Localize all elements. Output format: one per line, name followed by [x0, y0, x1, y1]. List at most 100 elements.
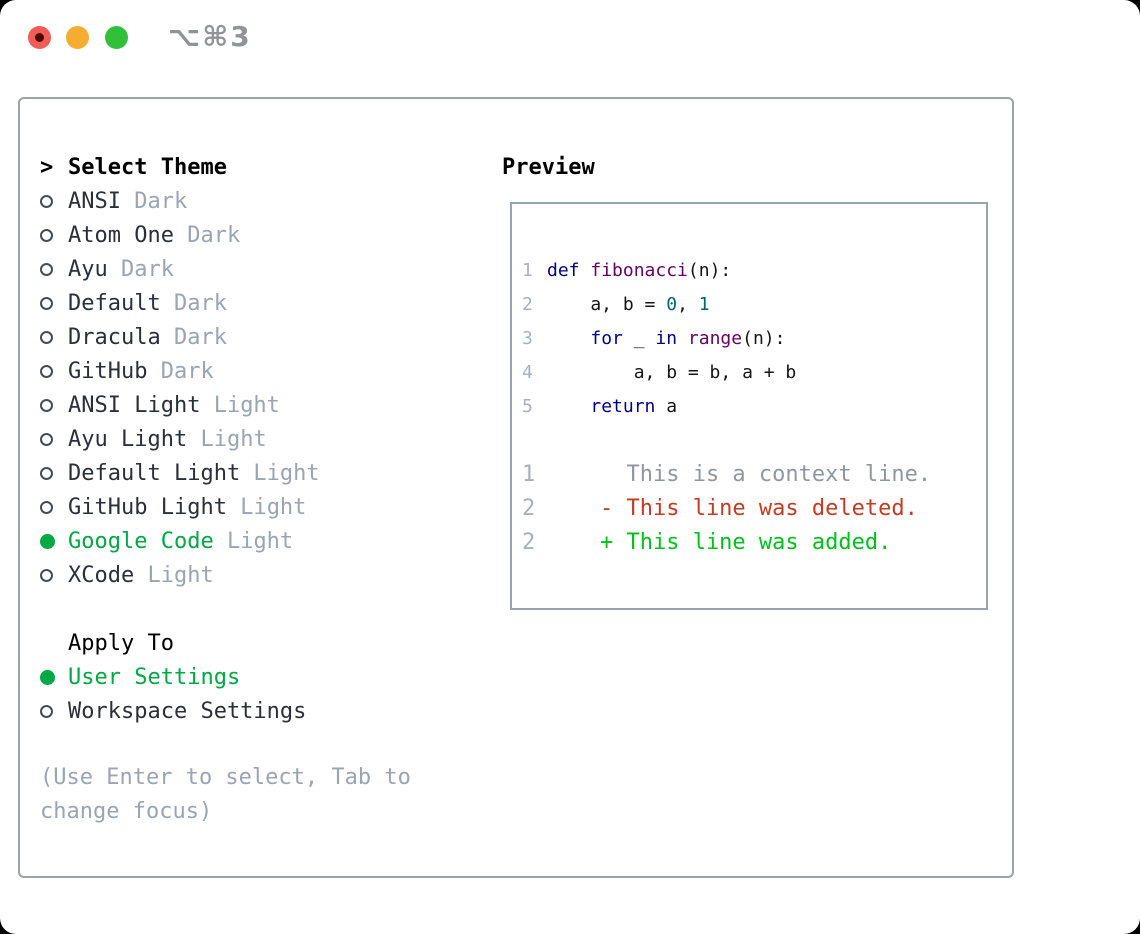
radio-col: [40, 669, 68, 685]
apply-option-workspace-settings[interactable]: Workspace Settings: [40, 694, 306, 728]
radio-icon: [40, 568, 53, 582]
theme-list-title: Select Theme: [68, 154, 227, 180]
variant-label: Light: [134, 562, 214, 588]
radio-icon: [40, 500, 53, 514]
radio-col: [40, 330, 68, 344]
diff-text: + This line was added.: [547, 529, 892, 555]
theme-item-default[interactable]: Default Dark: [40, 286, 320, 320]
radio-col: [40, 262, 68, 276]
cursor-marker-col: >: [40, 155, 68, 180]
theme-item-ayu-light[interactable]: Ayu Light Light: [40, 422, 320, 456]
theme-item-default-light[interactable]: Default Light Light: [40, 456, 320, 490]
variant-label: Light: [240, 460, 320, 486]
radio-selected-icon: [40, 669, 55, 685]
radio-col: [40, 296, 68, 310]
diff-text: - This line was deleted.: [547, 495, 918, 521]
radio-col: [40, 194, 68, 208]
radio-col: [40, 228, 68, 242]
radio-selected-icon: [40, 533, 55, 549]
variant-label: Dark: [120, 188, 188, 214]
option-label: GitHub: [68, 358, 148, 384]
line-number: 4: [522, 361, 533, 383]
theme-item-github-light[interactable]: GitHub Light Light: [40, 490, 320, 524]
radio-col: [40, 432, 68, 446]
option-label: Default: [68, 290, 161, 316]
radio-col: [40, 704, 68, 718]
option-label: Workspace Settings: [68, 698, 307, 724]
option-label: User Settings: [68, 664, 241, 690]
option-label: Atom One: [68, 222, 174, 248]
radio-icon: [40, 398, 53, 412]
radio-col: [40, 533, 68, 549]
option-label: ANSI: [68, 188, 121, 214]
line-number: 1: [522, 259, 533, 281]
unsaved-dot-icon: [35, 33, 44, 42]
apply-to-header-row: Apply To: [40, 626, 306, 660]
variant-label: Light: [226, 494, 307, 520]
radio-col: [40, 568, 68, 582]
line-number: 3: [522, 327, 533, 349]
theme-item-google-code[interactable]: Google Code Light: [40, 524, 320, 558]
line-number: 2: [522, 529, 536, 555]
theme-item-xcode[interactable]: XCode Light: [40, 558, 320, 592]
code-line-2: 2 a, b = 0, 1: [512, 287, 986, 321]
diff-line-added: 2 + This line was added.: [512, 525, 986, 559]
close-button[interactable]: [28, 26, 51, 49]
option-label: ANSI Light: [68, 392, 201, 418]
code-text: a, b = 0, 1: [547, 293, 710, 315]
radio-icon: [40, 262, 53, 276]
option-label: Ayu Light: [68, 426, 188, 452]
option-label: Default Light: [68, 460, 241, 486]
theme-item-atom-one[interactable]: Atom One Dark: [40, 218, 320, 252]
apply-to-title: Apply To: [68, 630, 174, 656]
variant-label: Light: [213, 528, 294, 554]
variant-label: Dark: [160, 324, 227, 350]
option-label: GitHub Light: [68, 494, 227, 520]
radio-icon: [40, 364, 53, 378]
code-text: a, b = b, a + b: [547, 361, 797, 383]
radio-col: [40, 398, 68, 412]
variant-label: Light: [187, 426, 267, 452]
variant-label: Dark: [147, 358, 214, 384]
radio-icon: [40, 228, 53, 242]
diff-line-context: 1 This is a context line.: [512, 457, 986, 491]
code-text: def fibonacci(n):: [547, 259, 732, 281]
radio-icon: [40, 330, 53, 344]
variant-label: Dark: [107, 256, 174, 282]
theme-list-header-row: > Select Theme: [40, 150, 320, 184]
radio-icon: [40, 466, 53, 480]
code-line-4: 4 a, b = b, a + b: [512, 355, 986, 389]
theme-item-dracula[interactable]: Dracula Dark: [40, 320, 320, 354]
code-line-1: 1 def fibonacci(n):: [512, 253, 986, 287]
radio-col: [40, 466, 68, 480]
theme-item-ansi[interactable]: ANSI Dark: [40, 184, 320, 218]
option-label: XCode: [68, 562, 135, 588]
minimize-button[interactable]: [66, 26, 89, 49]
apply-option-user-settings[interactable]: User Settings: [40, 660, 306, 694]
radio-icon: [40, 432, 53, 446]
cursor-icon: >: [40, 154, 54, 180]
variant-label: Light: [200, 392, 280, 418]
theme-item-ayu[interactable]: Ayu Dark: [40, 252, 320, 286]
code-text: return a: [590, 395, 678, 417]
option-label: Dracula: [68, 324, 161, 350]
radio-icon: [40, 194, 53, 208]
code-line-5: 5 return a: [512, 389, 986, 423]
line-number: 2: [522, 293, 533, 315]
keyboard-shortcut-label: ⌥⌘3: [168, 20, 252, 53]
radio-col: [40, 500, 68, 514]
theme-item-ansi-light[interactable]: ANSI Light Light: [40, 388, 320, 422]
keyboard-hint: (Use Enter to select, Tab to change focu…: [40, 765, 411, 824]
diff-line-deleted: 2 - This line was deleted.: [512, 491, 986, 525]
theme-item-github[interactable]: GitHub Dark: [40, 354, 320, 388]
zoom-button[interactable]: [105, 26, 128, 49]
title-bar: ⌥⌘3: [0, 0, 1140, 74]
